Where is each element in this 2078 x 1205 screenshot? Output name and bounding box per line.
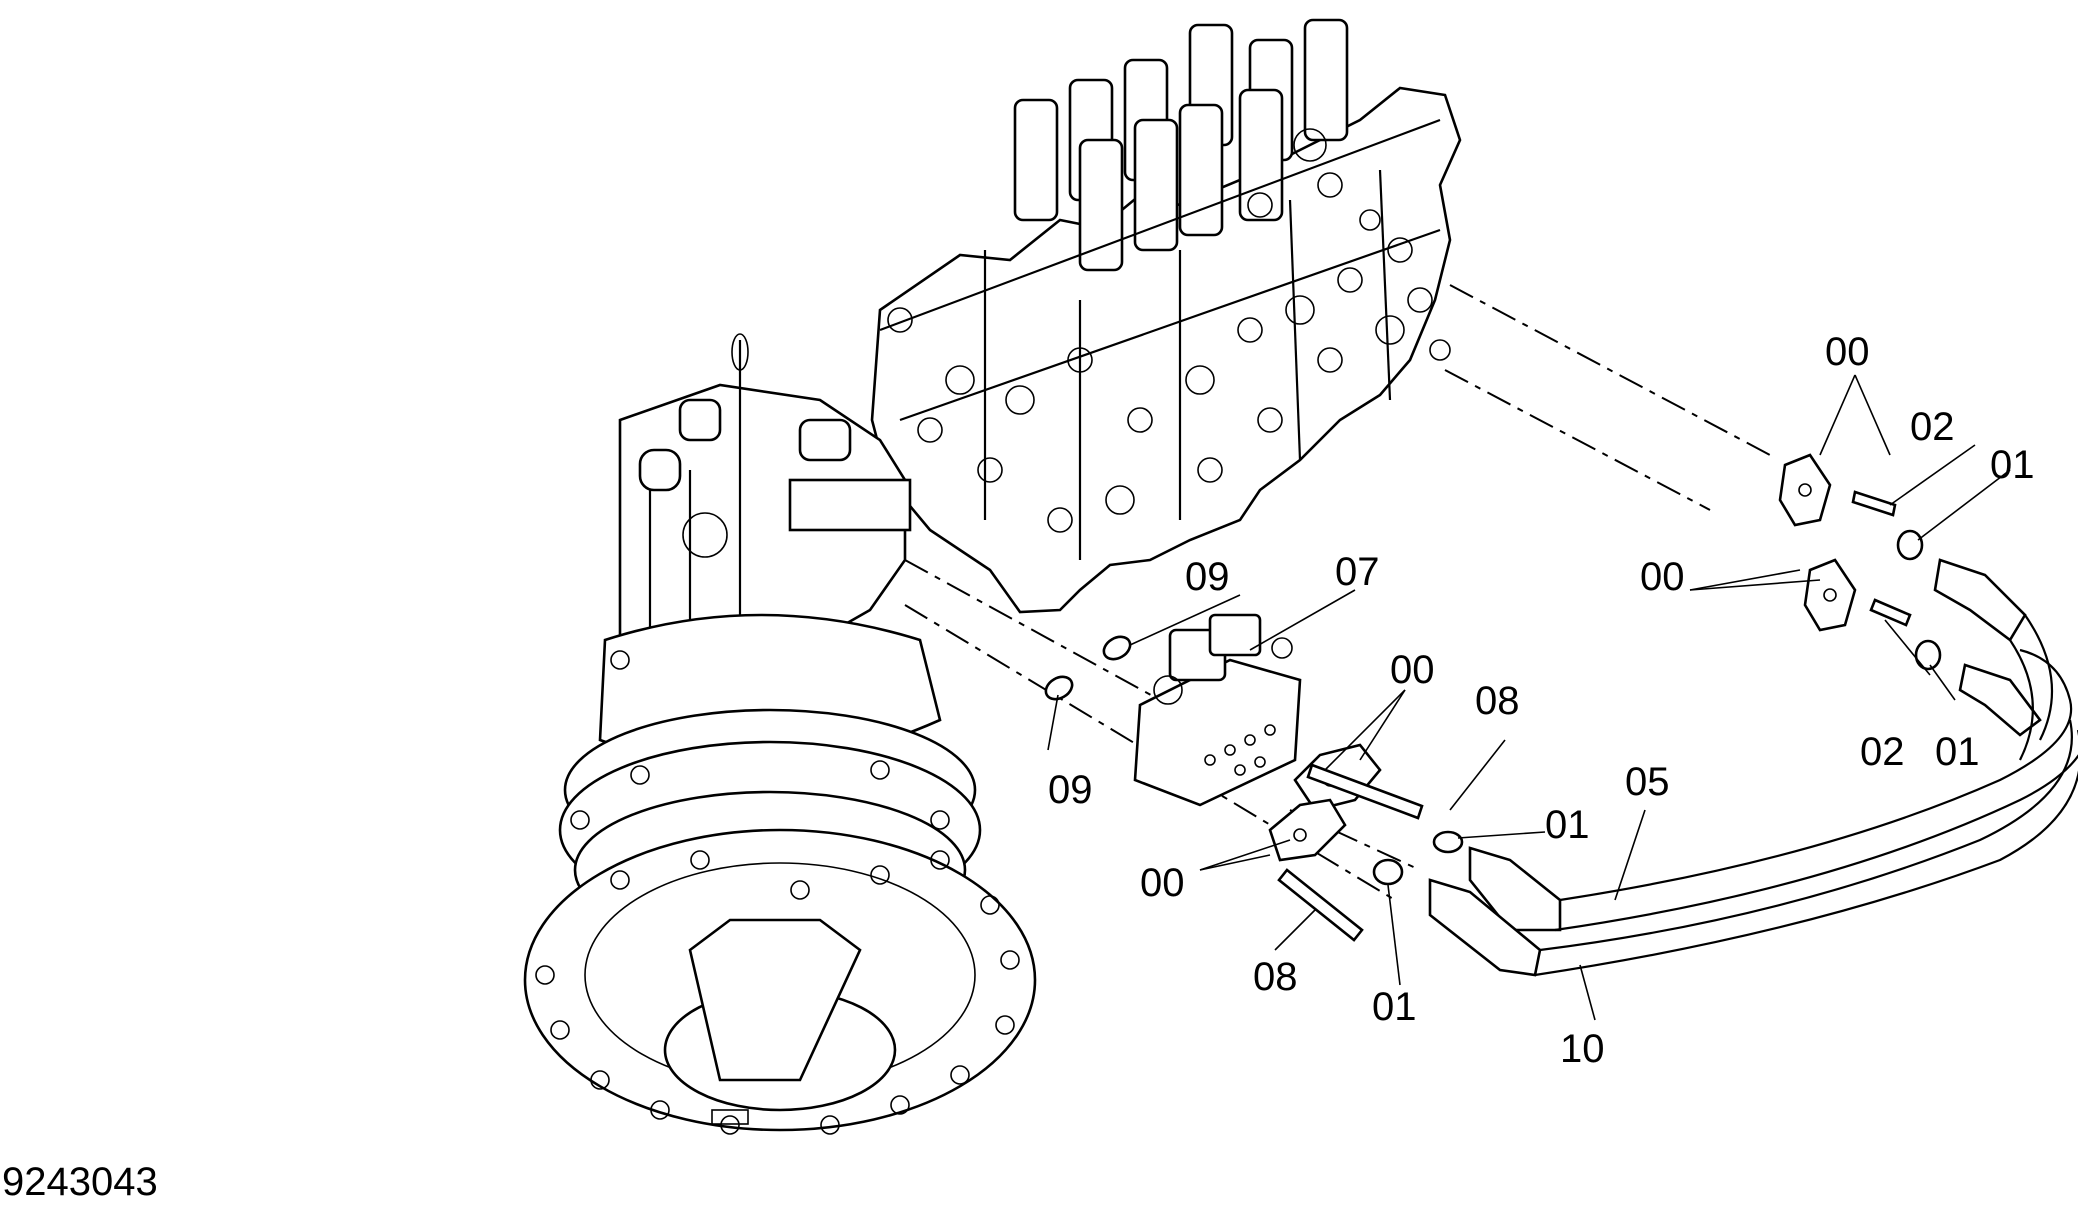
bolts <box>1277 490 1912 942</box>
swing-motor-assembly <box>523 333 1037 1135</box>
callout-05: 05 <box>1625 760 1670 804</box>
callout-10: 10 <box>1560 1027 1605 1071</box>
callout-00-center: 00 <box>1390 648 1435 692</box>
callout-02-mid: 02 <box>1860 730 1905 774</box>
callout-01-center: 01 <box>1545 803 1590 847</box>
split-flanges <box>1268 453 1857 862</box>
solenoid-valve-block <box>1133 613 1302 807</box>
control-valve-assembly <box>870 18 1462 614</box>
o-rings <box>1044 529 1942 886</box>
callout-00-mid: 00 <box>1640 555 1685 599</box>
callout-01-bottom: 01 <box>1372 985 1417 1029</box>
callout-09-top: 09 <box>1185 555 1230 599</box>
callout-08-top: 08 <box>1475 679 1520 723</box>
callout-07: 07 <box>1335 550 1380 594</box>
leader-lines <box>1047 374 2011 1021</box>
callout-labels: 00 02 01 00 02 01 09 07 09 00 08 05 01 0… <box>1048 330 2035 1071</box>
callout-02-top: 02 <box>1910 405 1955 449</box>
drawing-number: 9243043 <box>2 1160 158 1204</box>
hoses <box>1428 558 2078 977</box>
callout-00-left: 00 <box>1140 861 1185 905</box>
callout-08-bottom: 08 <box>1253 955 1298 999</box>
callout-01-mid: 01 <box>1935 730 1980 774</box>
callout-09-bottom: 09 <box>1048 768 1093 812</box>
callout-01-top: 01 <box>1990 443 2035 487</box>
callout-00-top: 00 <box>1825 330 1870 374</box>
